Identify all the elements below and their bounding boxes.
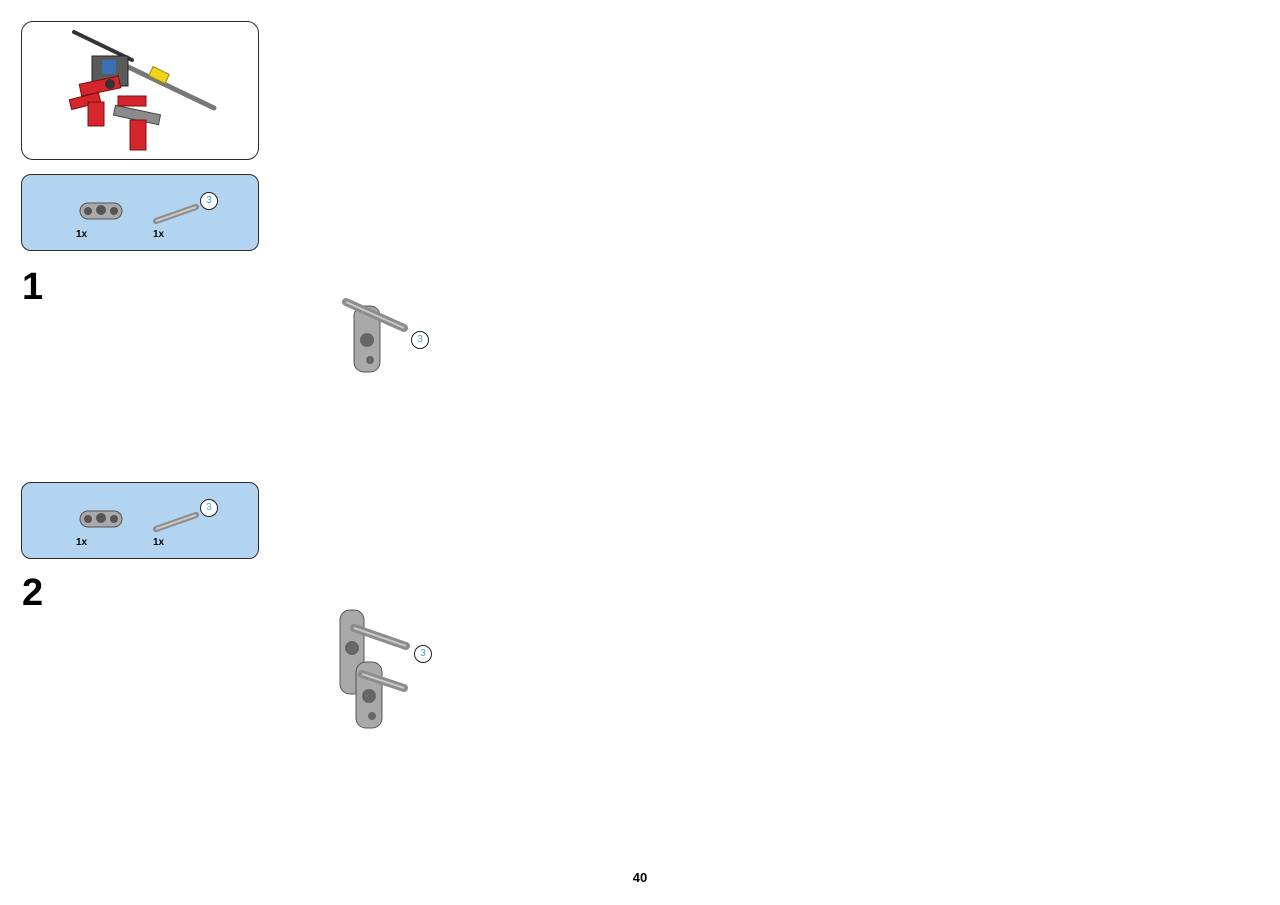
part-quantity: 1x	[76, 229, 88, 240]
axle-icon	[153, 204, 199, 224]
double-pin-connector-icon	[79, 202, 123, 220]
step-1-parts-list: 1x 1x 3	[21, 174, 259, 251]
step-2-assembly-icon	[339, 609, 410, 729]
axle-length-badge: 3	[200, 192, 218, 210]
page-number: 40	[632, 870, 648, 885]
step-2-parts-list: 1x 1x 3	[21, 482, 259, 559]
double-pin-connector-icon	[79, 510, 123, 528]
part-quantity: 1x	[76, 537, 88, 548]
part-quantity: 1x	[153, 229, 165, 240]
robot-model-icon	[68, 30, 217, 151]
step-number: 1	[22, 266, 44, 308]
step-number: 2	[22, 572, 44, 614]
axle-length-callout: 3	[414, 645, 432, 663]
step-1-assembly-icon	[342, 298, 408, 373]
axle-length-callout: 3	[411, 331, 429, 349]
model-preview-box	[21, 21, 259, 160]
axle-length-badge: 3	[200, 499, 218, 517]
part-quantity: 1x	[153, 537, 165, 548]
axle-icon	[153, 512, 199, 532]
